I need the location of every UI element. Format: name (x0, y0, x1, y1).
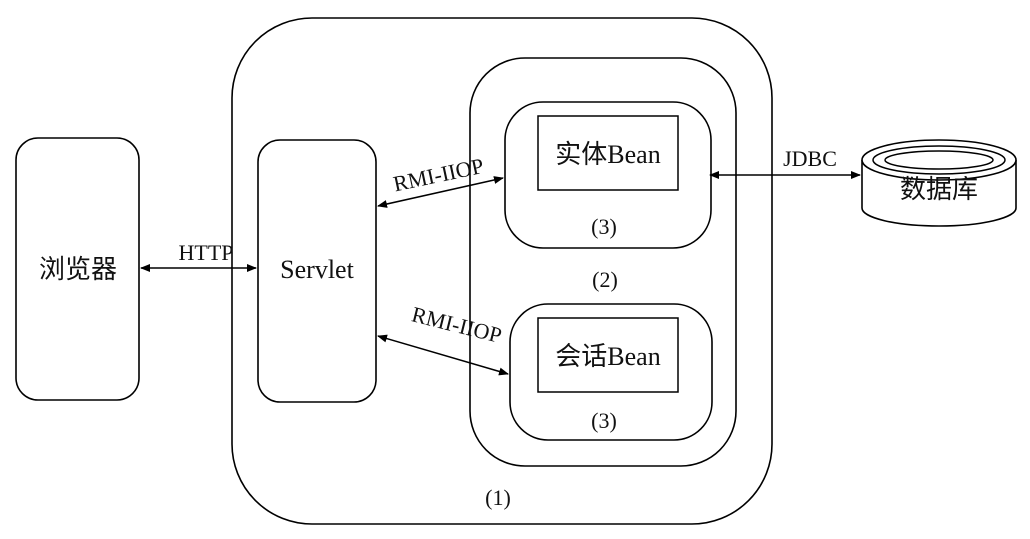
browser-node: 浏览器 (15, 137, 140, 401)
database-label: 数据库 (900, 175, 978, 204)
session-bean-label: 会话Bean (555, 342, 660, 371)
entity-bean-container: 实体Bean (3) (504, 101, 712, 249)
database-node: 数据库 (861, 139, 1017, 227)
jdbc-edge: JDBC (709, 146, 861, 179)
browser-label: 浏览器 (39, 255, 117, 284)
entity-bean-label: 实体Bean (555, 140, 660, 169)
http-label: HTTP (179, 240, 234, 265)
entity-marker-3: (3) (591, 214, 617, 239)
http-edge: HTTP (140, 240, 257, 272)
container-marker-1: (1) (485, 485, 511, 510)
servlet-label: Servlet (280, 255, 354, 284)
jdbc-label: JDBC (783, 146, 837, 171)
container-marker-2: (2) (592, 267, 618, 292)
session-marker-3: (3) (591, 408, 617, 433)
session-bean-container: 会话Bean (3) (509, 303, 713, 441)
servlet-node: Servlet (257, 139, 377, 403)
